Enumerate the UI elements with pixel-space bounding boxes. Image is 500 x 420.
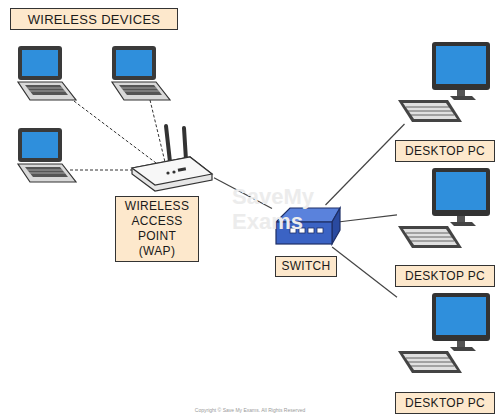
desktop-node: DESKTOP PC — [397, 42, 492, 124]
network-cable — [338, 215, 397, 222]
network-cable — [325, 124, 404, 205]
title-label-box: WIRELESS DEVICES — [10, 8, 178, 30]
wireless-link — [150, 100, 165, 162]
device-label: DESKTOP PC — [395, 392, 495, 414]
watermark: SaveMy Exams — [232, 184, 322, 235]
network-cable — [332, 247, 397, 297]
access-point-node: WIRELESS ACCESS POINT (WAP) — [128, 120, 214, 190]
copyright-note: Copyright © Save My Exams. All Rights Re… — [150, 408, 350, 414]
laptop-icon — [112, 46, 170, 100]
laptop-icon — [18, 46, 76, 100]
node-label: WIRELESS DEVICES — [28, 12, 161, 27]
device-label: WIRELESS ACCESS POINT (WAP) — [115, 196, 199, 262]
desktop-icon — [398, 168, 490, 248]
wireless-link — [62, 92, 160, 166]
desktop-node: DESKTOP PC — [397, 168, 492, 250]
desktop-icon — [398, 42, 490, 122]
device-label: DESKTOP PC — [395, 265, 495, 287]
desktop-icon — [398, 293, 490, 373]
device-label: DESKTOP PC — [395, 140, 495, 162]
access-point-icon — [132, 126, 212, 191]
laptop-icon — [18, 128, 76, 182]
device-label: SWITCH — [275, 256, 337, 277]
desktop-node: DESKTOP PC — [397, 293, 492, 375]
